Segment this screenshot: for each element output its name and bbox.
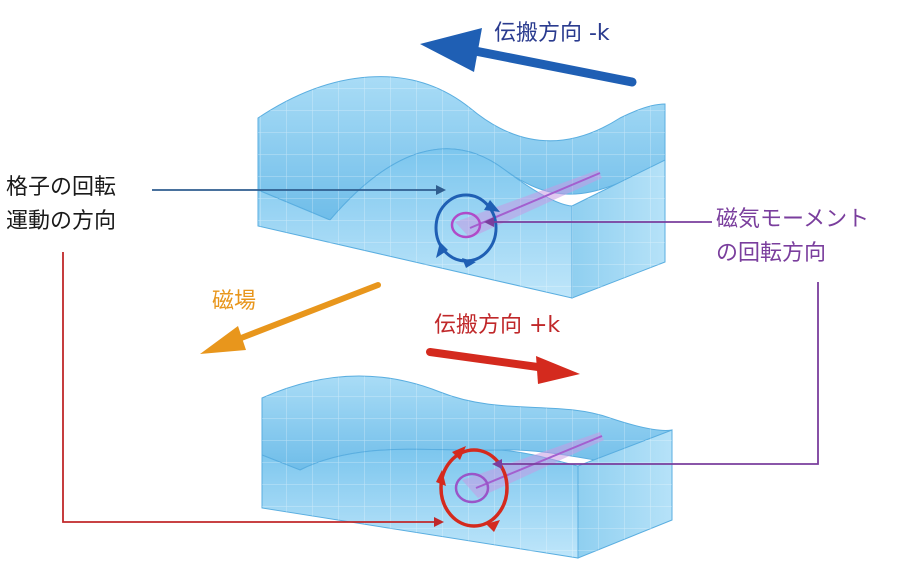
magnetic-field-arrow: [200, 282, 381, 354]
lower-rotation-arrowhead-3: [486, 520, 500, 532]
upper-wave-block: [257, 76, 666, 299]
lower-rotation-arrowhead-2: [436, 470, 446, 486]
plus-k-arrow: [426, 348, 580, 384]
magnetic-moment-label-line1: 磁気モーメント: [716, 207, 870, 232]
propagation-minus-k-label: 伝搬方向 -k: [494, 21, 610, 46]
lattice-rotation-leader: [152, 185, 446, 195]
upper-moment-rotation-icon: [450, 211, 482, 239]
propagation-plus-k-label: 伝搬方向 +k: [434, 313, 561, 338]
lattice-rotation-label-line2: 運動の方向: [6, 209, 117, 234]
magnetic-moment-label-line2: の回転方向: [716, 241, 827, 266]
moment-leader-upper: [484, 217, 712, 227]
minus-k-arrow: [420, 28, 637, 87]
moment-leader-lower: [492, 282, 819, 469]
upper-rotation-arrowhead-1: [484, 200, 500, 212]
lower-lattice-rotation-circle: [439, 448, 509, 528]
lattice-rotation-label-line1: 格子の回転: [6, 175, 117, 200]
upper-rotation-arrowhead-2: [436, 242, 448, 258]
lower-rotation-arrowhead-1: [452, 446, 466, 460]
lower-moment-rotation-icon: [454, 472, 490, 504]
lattice-rotation-leader-red: [62, 252, 444, 527]
lower-wave-block: [261, 375, 673, 559]
upper-rotation-arrowhead-3: [462, 258, 476, 268]
magnetic-field-label: 磁場: [212, 289, 257, 314]
